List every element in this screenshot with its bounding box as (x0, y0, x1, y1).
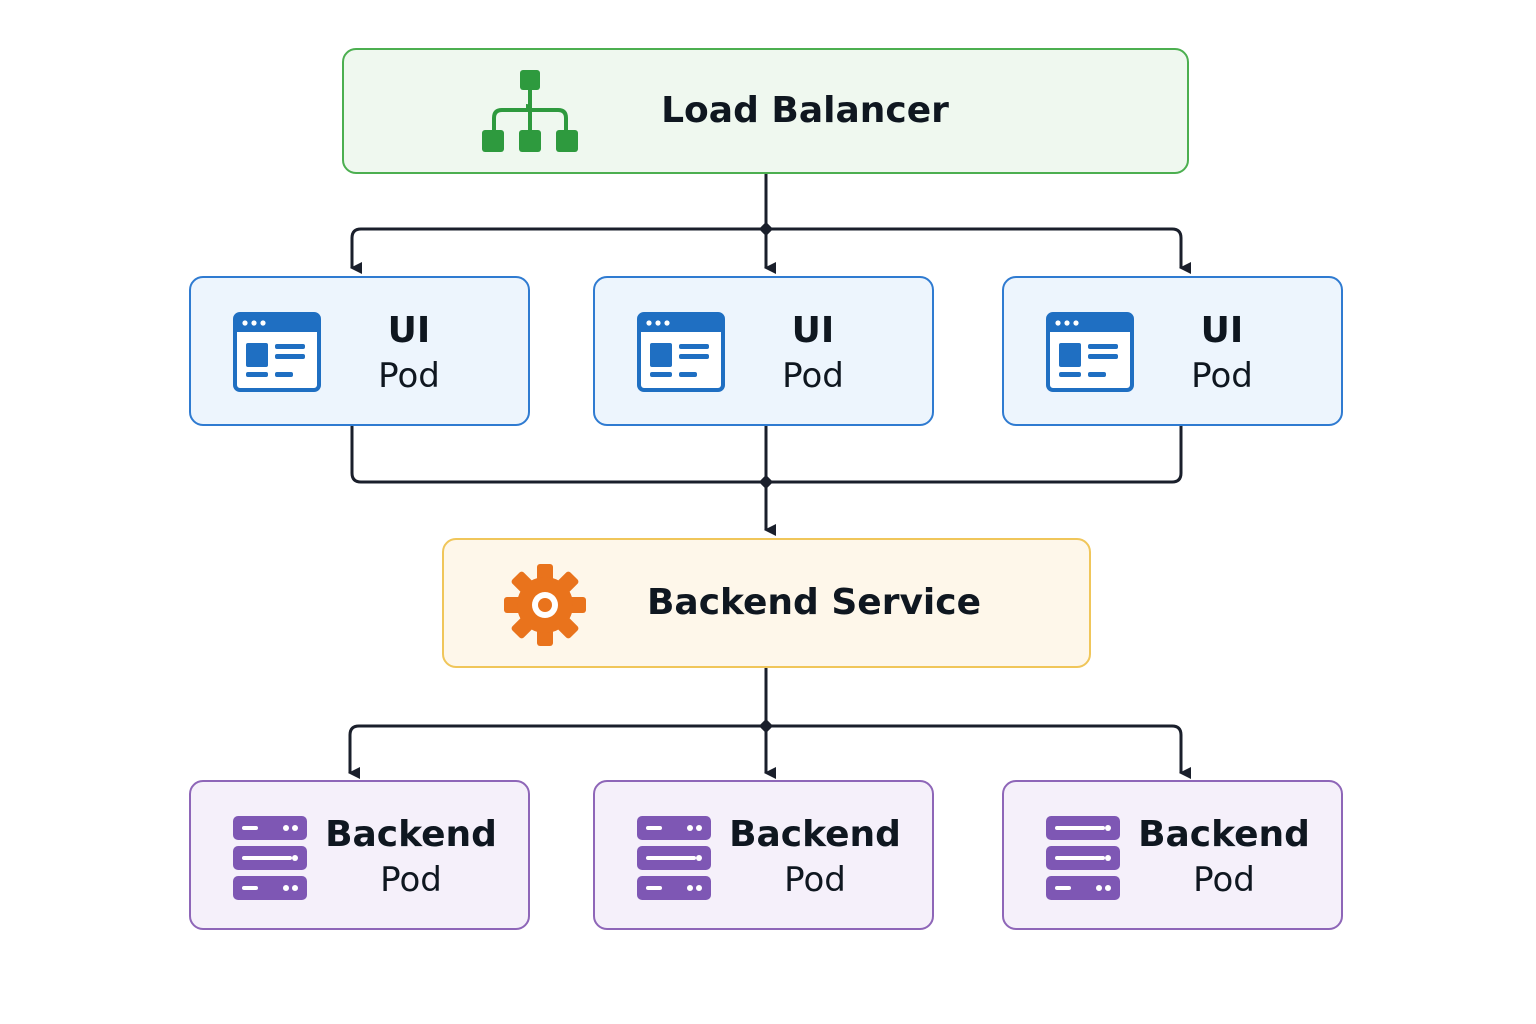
backend-pod-title: Backend (1138, 814, 1310, 855)
backend-pod-1[interactable]: Backend Pod (189, 780, 530, 930)
junction-dot (758, 221, 774, 237)
ui-pod-subtitle: Pod (1191, 356, 1253, 396)
ui-pod-title: UI (791, 310, 835, 351)
backend-pod-subtitle: Pod (380, 860, 442, 900)
ui-pod-label: UI Pod (1144, 308, 1300, 398)
connector-lb-ui-3 (766, 227, 1191, 274)
server-rack-icon (637, 816, 711, 900)
backend-pod-title: Backend (325, 814, 497, 855)
ui-pod-subtitle: Pod (378, 356, 440, 396)
connector-ui-1-merge (350, 426, 766, 484)
browser-window-icon (233, 312, 321, 392)
ui-pod-title: UI (1200, 310, 1244, 351)
server-rack-icon (1046, 816, 1120, 900)
ui-pod-label: UI Pod (735, 308, 891, 398)
backend-service-label: Backend Service (646, 582, 982, 623)
ui-pod-label: UI Pod (331, 308, 487, 398)
hierarchy-icon (482, 70, 578, 152)
backend-pod-label: Backend Pod (1134, 812, 1314, 902)
ui-pod-subtitle: Pod (782, 356, 844, 396)
backend-pod-label: Backend Pod (321, 812, 501, 902)
backend-pod-title: Backend (729, 814, 901, 855)
junction-dot (758, 718, 774, 734)
backend-pod-label: Backend Pod (725, 812, 905, 902)
browser-window-icon (637, 312, 725, 392)
load-balancer-node[interactable]: Load Balancer (342, 48, 1189, 174)
backend-pod-2[interactable]: Backend Pod (593, 780, 934, 930)
backend-pod-subtitle: Pod (784, 860, 846, 900)
ui-pod-2[interactable]: UI Pod (593, 276, 934, 426)
ui-pod-title: UI (387, 310, 431, 351)
backend-pod-3[interactable]: Backend Pod (1002, 780, 1343, 930)
gear-icon (504, 564, 586, 646)
server-rack-icon (233, 816, 307, 900)
junction-dot (758, 474, 774, 490)
connector-svc-be-3 (766, 724, 1191, 779)
connector-svc-be-1 (348, 724, 766, 779)
backend-service-node[interactable]: Backend Service (442, 538, 1091, 668)
ui-pod-1[interactable]: UI Pod (189, 276, 530, 426)
connector-ui-3-merge (766, 426, 1183, 484)
ui-pod-3[interactable]: UI Pod (1002, 276, 1343, 426)
browser-window-icon (1046, 312, 1134, 392)
connector-lb-ui-1 (350, 227, 766, 274)
load-balancer-label: Load Balancer (661, 90, 949, 131)
backend-pod-subtitle: Pod (1193, 860, 1255, 900)
